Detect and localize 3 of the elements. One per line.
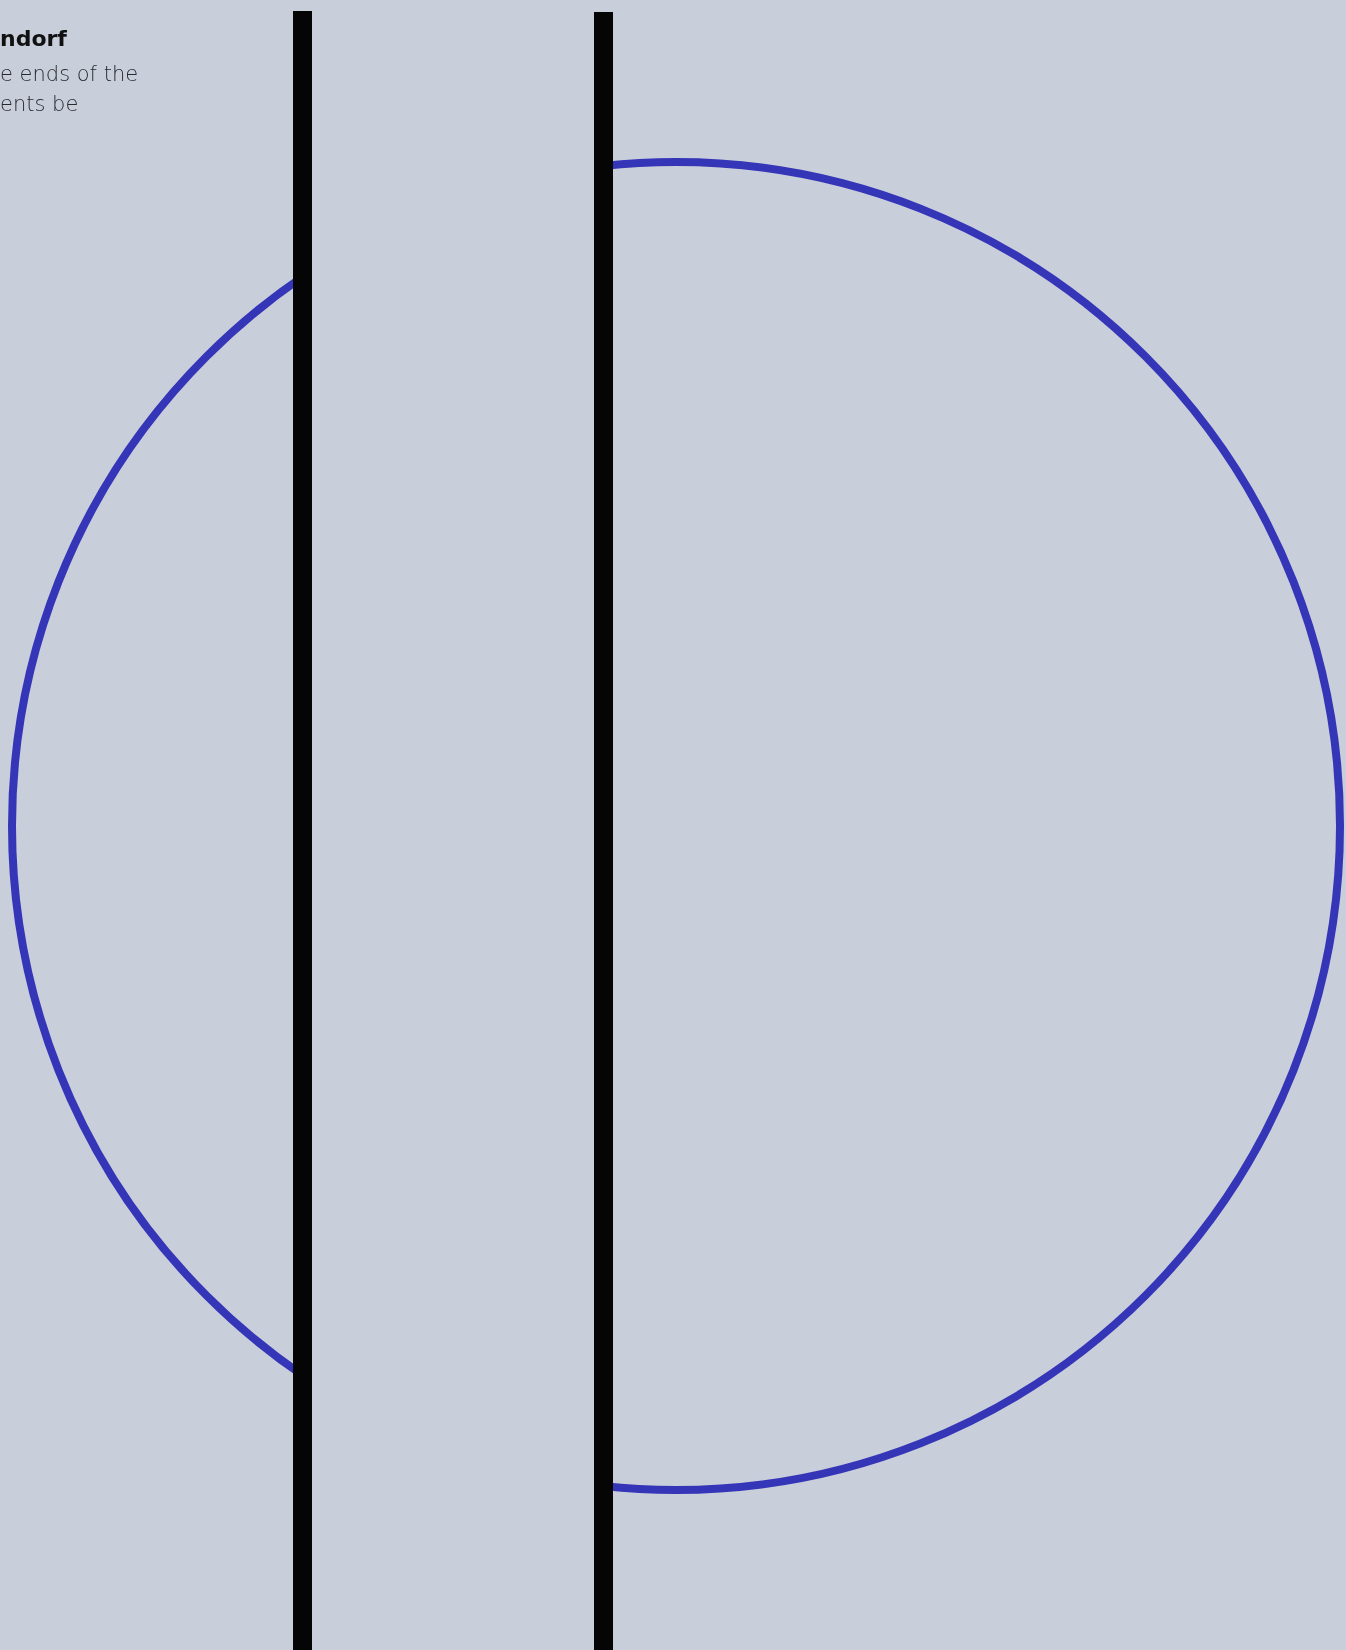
heading: ndorf — [0, 26, 67, 51]
body-text: ents be — [0, 92, 79, 116]
body-text: e ends of the — [0, 62, 139, 86]
